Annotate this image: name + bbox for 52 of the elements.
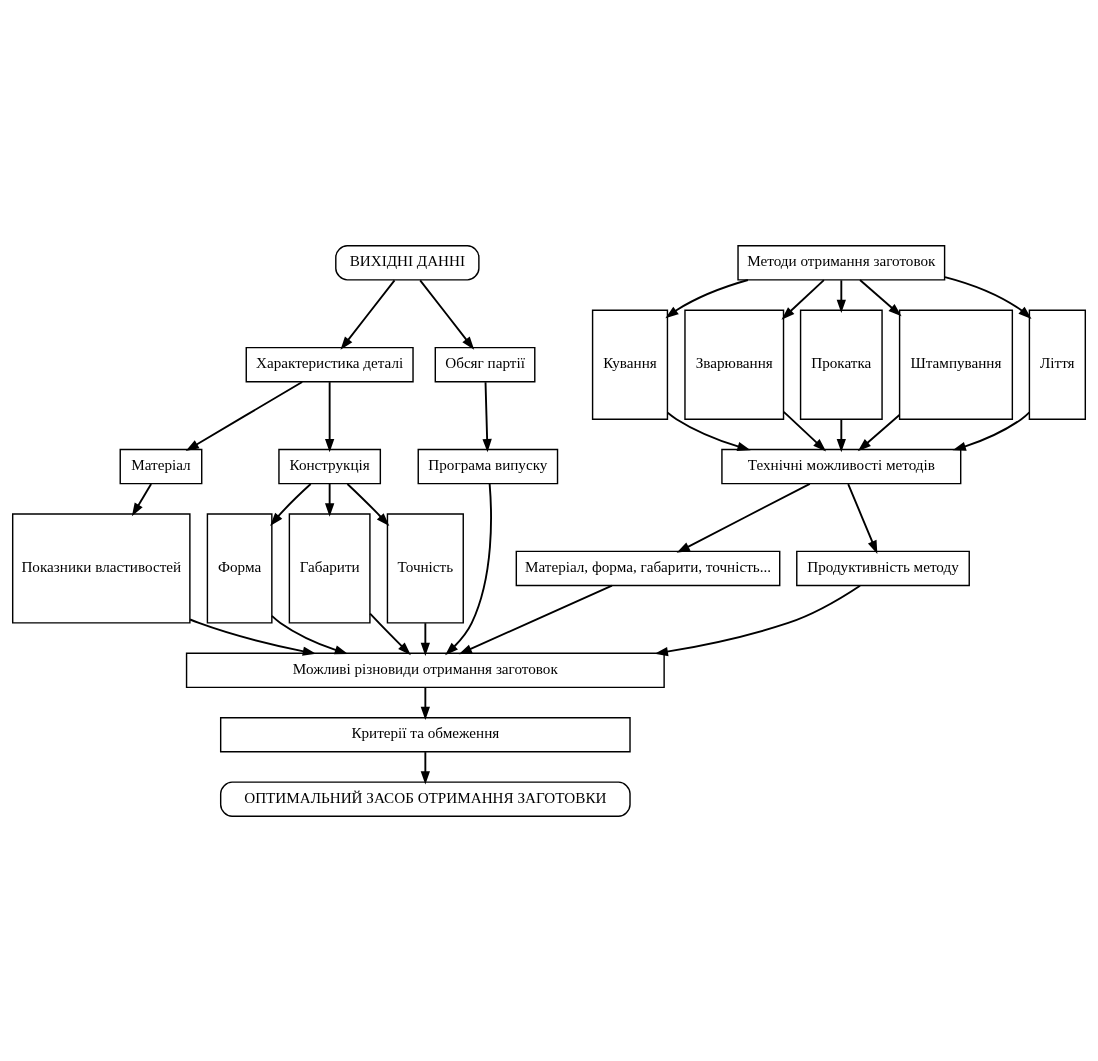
node-box: Матеріал: [119, 448, 203, 484]
arrow: [782, 410, 827, 451]
arrow: [185, 380, 304, 451]
arrow: [325, 380, 335, 452]
node-box: Точність: [386, 512, 464, 624]
node-box: ОПТИМАЛЬНИЙ ЗАСОБ ОТРИМАННЯ ЗАГОТОВКИ: [219, 780, 631, 817]
arrow: [270, 482, 312, 526]
arrow: [859, 278, 902, 316]
node-box: Форма: [206, 512, 273, 624]
node-box: Габарити: [288, 512, 371, 624]
arrow: [781, 278, 825, 320]
node-box: Показники властивостей: [12, 512, 191, 624]
arrow: [270, 614, 348, 654]
node-box: Конструкція: [278, 448, 382, 484]
node-box: Програма випуску: [417, 448, 559, 484]
arrow: [482, 380, 492, 452]
node-box: Критерії та обмеження: [219, 716, 631, 752]
node-box: Ліття: [1028, 309, 1086, 420]
arrow: [369, 612, 411, 655]
arrow: [131, 482, 153, 516]
arrow: [420, 621, 430, 656]
node-box: Технічні можливості методів: [721, 448, 962, 484]
node-box: Характеристика деталі: [245, 346, 414, 382]
arrow: [952, 410, 1031, 451]
node-box: Методи отримання заготовок: [737, 244, 946, 281]
arrow: [665, 278, 749, 318]
node-box: Матеріал, форма, габарити, точність...: [515, 550, 781, 586]
node-box: Зварювання: [684, 309, 785, 420]
arrow: [666, 411, 751, 451]
arrow: [676, 482, 811, 553]
arrow: [836, 278, 846, 313]
node-box: Кування: [591, 309, 669, 420]
arrow: [346, 482, 390, 526]
arrow: [654, 584, 861, 656]
arrow: [944, 275, 1032, 319]
arrow: [340, 278, 396, 350]
arrow: [847, 482, 878, 554]
node-box: Штампування: [898, 309, 1014, 420]
arrow: [857, 413, 901, 451]
node-box: Прокатка: [799, 309, 883, 420]
arrow: [445, 482, 492, 655]
node-box: ВИХІДНІ ДАННІ: [335, 244, 480, 281]
node-box: Обсяг партії: [434, 346, 536, 382]
arrow: [458, 584, 613, 654]
arrow: [325, 482, 335, 517]
arrow: [420, 686, 430, 720]
node-box: Продуктивність методу: [796, 550, 970, 586]
node-box: Можливі різновиди отримання заготовок: [185, 652, 665, 688]
arrow: [419, 278, 475, 350]
arrow: [189, 618, 317, 656]
arrow: [420, 750, 430, 785]
arrow: [836, 418, 846, 452]
